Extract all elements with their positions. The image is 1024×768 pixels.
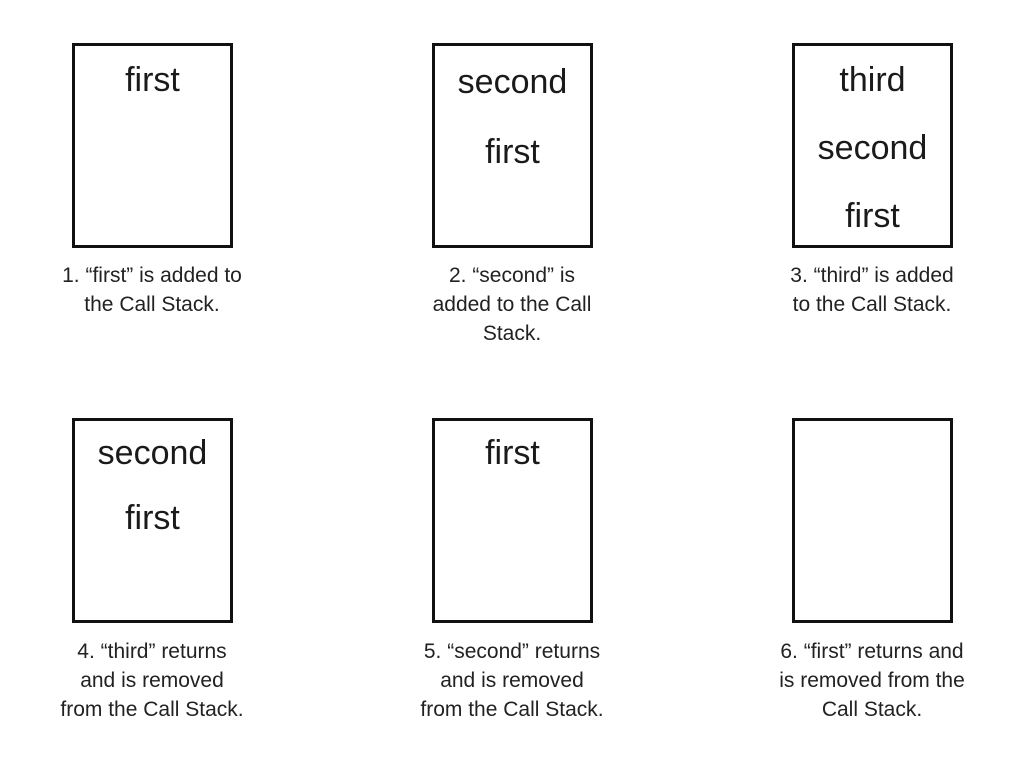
call-stack-box: first bbox=[72, 43, 233, 248]
caption-line: the Call Stack. bbox=[84, 293, 220, 316]
stack-frame: third bbox=[839, 61, 906, 99]
caption-line: to the Call Stack. bbox=[792, 293, 952, 316]
stack-frame: first bbox=[125, 61, 180, 99]
call-stack-box-empty bbox=[792, 418, 953, 623]
call-stack-box: second first bbox=[432, 43, 593, 248]
stack-frame: first bbox=[845, 197, 900, 235]
caption-line: 4. “third” returns bbox=[77, 640, 227, 663]
stack-frame: first bbox=[125, 499, 180, 537]
call-stack-box: third second first bbox=[792, 43, 953, 248]
step-caption: 5. “second” returns and is removed from … bbox=[382, 637, 642, 724]
caption-line: Stack. bbox=[482, 322, 542, 345]
step-caption: 4. “third” returns and is removed from t… bbox=[22, 637, 282, 724]
step-caption: 2. “second” is added to the Call Stack. bbox=[382, 261, 642, 348]
caption-line: 2. “second” is bbox=[448, 264, 576, 287]
caption-line: and is removed bbox=[80, 669, 224, 692]
caption-line: 5. “second” returns bbox=[423, 640, 601, 663]
caption-line: from the Call Stack. bbox=[420, 698, 604, 721]
caption-line: 6. “first” returns and bbox=[780, 640, 964, 663]
caption-line: 3. “third” is added bbox=[790, 264, 954, 287]
stack-frame: second bbox=[817, 129, 928, 167]
call-stack-box: first bbox=[432, 418, 593, 623]
caption-line: is removed from the bbox=[779, 669, 965, 692]
caption-line: and is removed bbox=[440, 669, 584, 692]
step-caption: 3. “third” is added to the Call Stack. bbox=[742, 261, 1002, 319]
stack-frame: first bbox=[485, 434, 540, 472]
step-caption: 1. “first” is added to the Call Stack. bbox=[22, 261, 282, 319]
stack-frame: second bbox=[97, 434, 208, 472]
caption-line: added to the Call bbox=[432, 293, 592, 316]
stack-frame: first bbox=[485, 133, 540, 171]
caption-line: from the Call Stack. bbox=[60, 698, 244, 721]
step-caption: 6. “first” returns and is removed from t… bbox=[742, 637, 1002, 724]
caption-line: Call Stack. bbox=[821, 698, 923, 721]
call-stack-box: second first bbox=[72, 418, 233, 623]
caption-line: 1. “first” is added to bbox=[62, 264, 242, 287]
stack-frame: second bbox=[457, 63, 568, 101]
